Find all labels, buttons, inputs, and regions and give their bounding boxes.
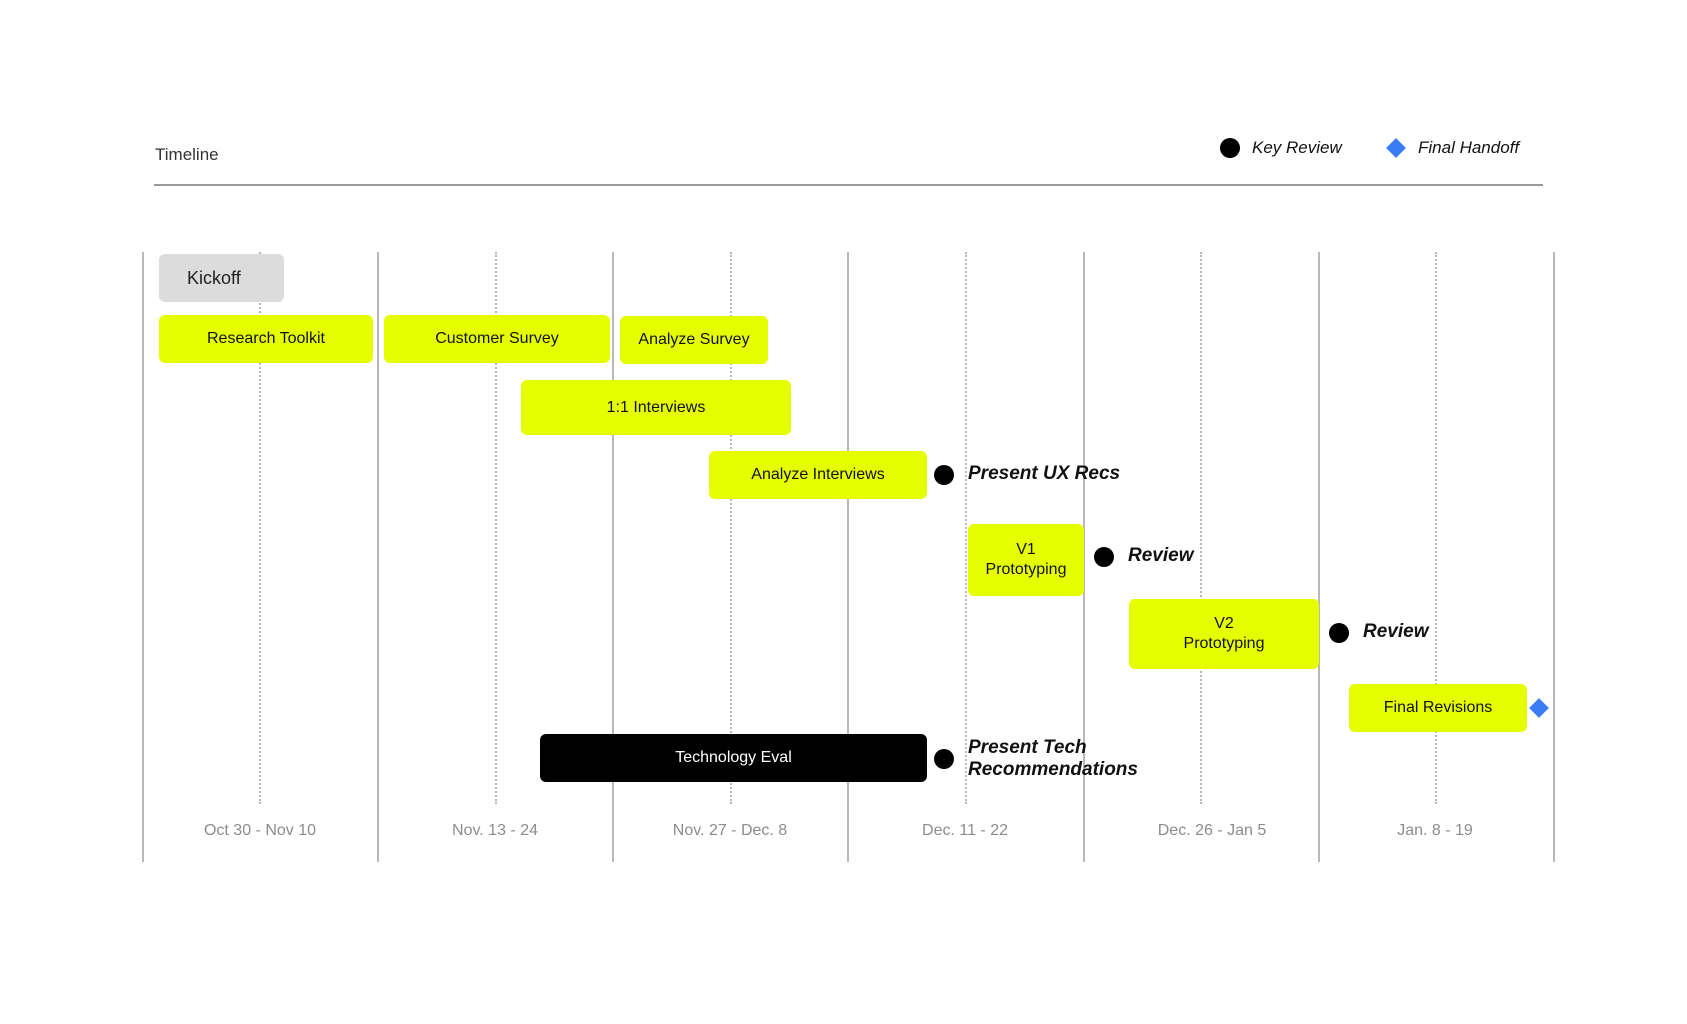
task-label: 1:1 Interviews	[606, 398, 706, 416]
gridline-solid	[1553, 252, 1555, 862]
milestone-review: Review	[1128, 545, 1194, 566]
task-analyze-interviews[interactable]: Analyze Interviews	[709, 451, 927, 499]
key-review-dot-icon[interactable]	[934, 749, 954, 769]
milestone-label-line: Recommendations	[968, 758, 1138, 780]
task-label: Research Toolkit	[207, 330, 325, 347]
task-kickoff[interactable]: Kickoff	[159, 254, 284, 302]
task-v2-prototyping[interactable]: V2 Prototyping	[1129, 599, 1319, 669]
task-label-line: Prototyping	[985, 561, 1067, 578]
legend-key-review: Key Review	[1220, 138, 1342, 158]
period-label: Jan. 8 - 19	[1397, 822, 1473, 839]
task-1-1-interviews[interactable]: 1:1 Interviews	[521, 380, 791, 435]
gridline-dotted	[1435, 252, 1437, 804]
milestone-label-line: Present Tech	[968, 737, 1087, 758]
final-handoff-diamond-icon[interactable]	[1529, 698, 1549, 718]
milestone-present-ux-recs: Present UX Recs	[968, 463, 1121, 484]
task-research-toolkit[interactable]: Research Toolkit	[159, 315, 373, 363]
key-review-dot-icon[interactable]	[1094, 547, 1114, 567]
header-divider	[154, 184, 1543, 186]
task-label: Final Revisions	[1383, 699, 1493, 716]
task-final-revisions[interactable]: Final Revisions	[1349, 684, 1527, 732]
gridline-solid	[1083, 252, 1085, 862]
task-label: Technology Eval	[675, 749, 792, 766]
milestone-present-tech-recommendations: Present Tech Recommendations	[968, 737, 1138, 781]
period-label: Oct 30 - Nov 10	[203, 822, 317, 839]
key-review-dot-icon[interactable]	[1329, 623, 1349, 643]
task-label: Analyze Interviews	[751, 466, 885, 483]
gridline-dotted	[259, 252, 261, 804]
task-technology-eval[interactable]: Technology Eval	[540, 734, 927, 782]
task-customer-survey[interactable]: Customer Survey	[384, 315, 610, 363]
gridline-dotted	[730, 252, 732, 804]
task-label: Analyze Survey	[638, 331, 750, 348]
key-review-dot-icon[interactable]	[934, 465, 954, 485]
final-handoff-diamond-icon	[1386, 138, 1406, 158]
gridline-dotted	[965, 252, 967, 804]
period-label: Nov. 13 - 24	[452, 822, 538, 839]
legend-final-handoff: Final Handoff	[1386, 138, 1519, 158]
period-label: Dec. 26 - Jan 5	[1157, 822, 1267, 839]
gridline-solid	[612, 252, 614, 862]
legend-key-review-label: Key Review	[1252, 138, 1342, 157]
key-review-dot-icon	[1220, 138, 1240, 158]
milestone-review: Review	[1363, 621, 1429, 642]
task-label: Kickoff	[187, 267, 241, 288]
gridline-solid	[1318, 252, 1320, 862]
task-label: Customer Survey	[435, 330, 559, 347]
timeline-title: Timeline	[155, 145, 219, 164]
task-label-line: V1	[1016, 541, 1036, 558]
period-label: Nov. 27 - Dec. 8	[672, 822, 788, 839]
task-label-line: V2	[1214, 615, 1234, 632]
gridline-dotted	[1200, 252, 1202, 804]
gridline-dotted	[495, 252, 497, 804]
gridline-solid	[847, 252, 849, 862]
task-label-line: Prototyping	[1183, 635, 1265, 652]
task-analyze-survey[interactable]: Analyze Survey	[620, 316, 768, 364]
legend-final-handoff-label: Final Handoff	[1418, 138, 1520, 157]
task-v1-prototyping[interactable]: V1 Prototyping	[968, 524, 1084, 596]
gridline-solid	[377, 252, 379, 862]
period-label: Dec. 11 - 22	[922, 822, 1008, 839]
gridline-solid	[142, 252, 144, 862]
